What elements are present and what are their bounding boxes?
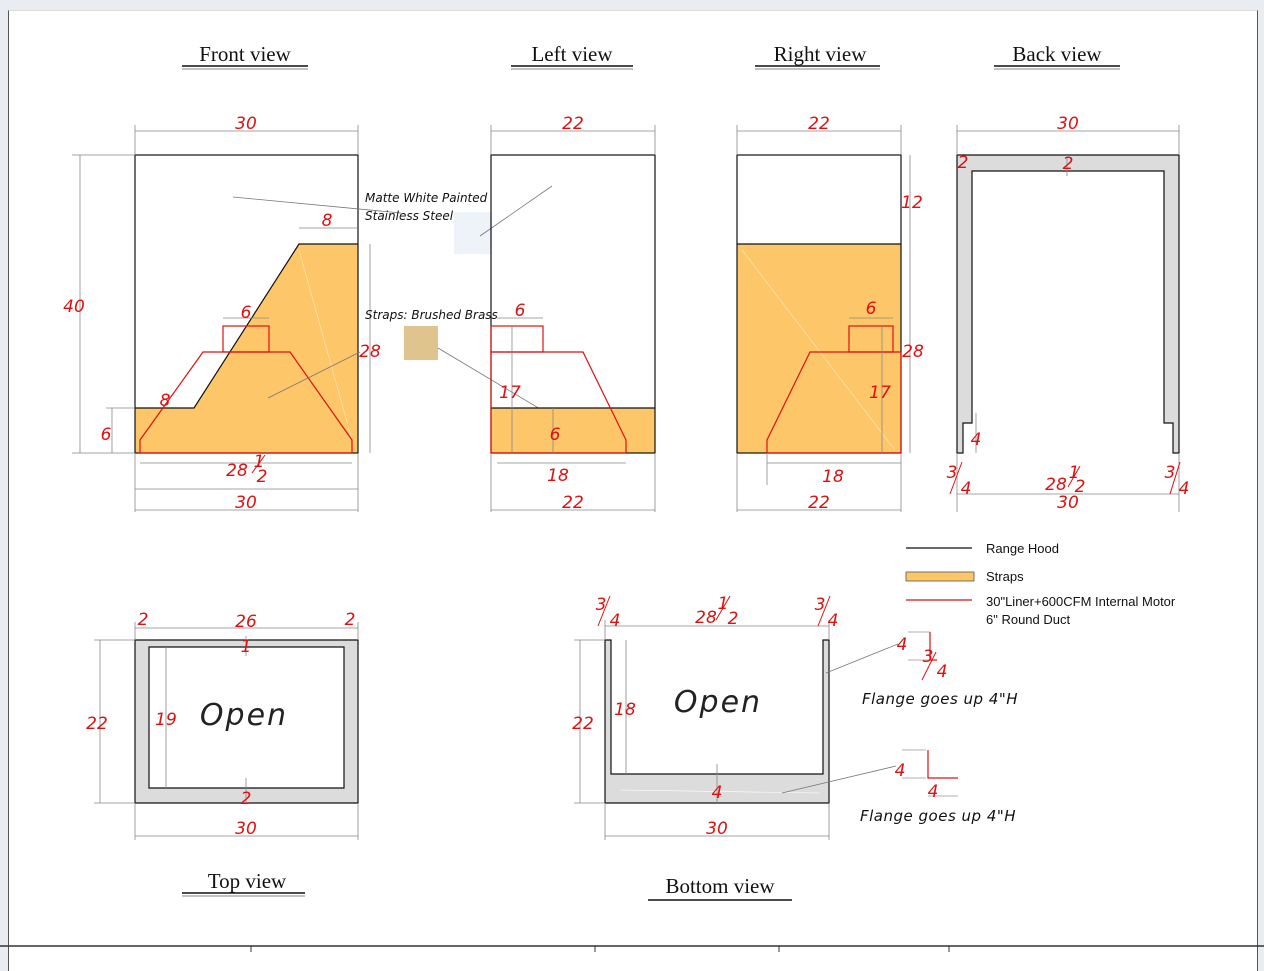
front-strap-top-dim: 8 <box>322 211 333 231</box>
right-liner-depth-dim: 18 <box>822 467 844 487</box>
front-chimney-dim: 6 <box>241 303 252 323</box>
left-liner-height-dim: 17 <box>499 383 521 403</box>
svg-text:1: 1 <box>241 637 252 657</box>
svg-text:4: 4 <box>610 611 621 631</box>
svg-text:2: 2 <box>257 467 268 487</box>
svg-text:2: 2 <box>138 610 149 630</box>
front-bottom-width-dim: 30 <box>235 493 257 513</box>
bottom-flange-dim: 4 <box>712 783 723 803</box>
bottom-view-title: Bottom view <box>665 874 775 898</box>
front-slant-dim: 8 <box>160 391 171 411</box>
right-view: 22 12 28 6 17 18 22 <box>736 114 924 513</box>
title-block <box>0 945 1264 952</box>
front-view: 30 40 8 28 6 6 8 28 1 2 30 <box>63 114 402 513</box>
legend-liner: 30"Liner+600CFM Internal Motor <box>986 594 1176 609</box>
back-view: 30 2 2 4 28 1 2 30 3 4 3 4 <box>947 114 1190 513</box>
left-view: 22 6 17 6 18 22 <box>490 114 656 513</box>
svg-text:4: 4 <box>897 635 908 655</box>
material-notes: Matte White Painted Stainless Steel Stra… <box>365 185 593 441</box>
back-width-dim: 30 <box>1057 114 1079 134</box>
svg-text:4: 4 <box>895 761 906 781</box>
left-width-dim: 22 <box>562 114 584 134</box>
right-top-dim: 12 <box>901 193 923 213</box>
right-view-title: Right view <box>774 42 868 66</box>
bottom-depth-dim: 22 <box>572 714 594 734</box>
back-bottom-width-dim: 30 <box>1057 493 1079 513</box>
right-chimney-dim: 6 <box>866 299 877 319</box>
top-inner-depth-dim: 19 <box>155 710 177 730</box>
legend-duct: 6" Round Duct <box>986 612 1070 627</box>
note-stainless: Stainless Steel <box>365 209 454 223</box>
bottom-view: Open 28 1 2 3 4 3 4 22 18 4 30 <box>572 594 899 840</box>
flange-note-1: Flange goes up 4"H <box>862 690 1018 708</box>
svg-text:1: 1 <box>1069 463 1080 483</box>
svg-text:4: 4 <box>828 611 839 631</box>
view-titles: Front view Left view Right view Back vie… <box>182 42 1120 901</box>
note-straps-brass: Straps: Brushed Brass <box>365 308 498 322</box>
back-flange-height-dim: 4 <box>971 430 982 450</box>
legend-range-hood: Range Hood <box>986 541 1059 556</box>
right-liner-height-dim: 17 <box>869 383 891 403</box>
top-open-label: Open <box>200 698 288 733</box>
svg-text:3: 3 <box>815 595 826 615</box>
bottom-width-dim: 30 <box>706 819 728 839</box>
svg-text:1: 1 <box>254 452 265 472</box>
legend-straps: Straps <box>986 569 1024 584</box>
left-liner-depth-dim: 18 <box>547 466 569 486</box>
back-side-thickness-dim: 2 <box>958 153 969 173</box>
top-depth-dim: 22 <box>86 714 108 734</box>
svg-text:3: 3 <box>947 463 958 483</box>
svg-text:3: 3 <box>923 647 934 667</box>
right-width-dim: 22 <box>808 114 830 134</box>
back-view-title: Back view <box>1012 42 1102 66</box>
front-height-dim: 40 <box>63 297 85 317</box>
svg-text:4: 4 <box>961 479 972 499</box>
left-base-dim: 6 <box>550 425 561 445</box>
back-liner-dim: 28 <box>1045 475 1067 495</box>
legend: Range Hood Straps 30"Liner+600CFM Intern… <box>905 541 1176 627</box>
svg-text:1: 1 <box>718 594 729 614</box>
top-view: Open 2 26 2 1 22 19 2 30 <box>86 610 359 840</box>
svg-text:2: 2 <box>728 609 739 629</box>
svg-text:4: 4 <box>937 662 948 682</box>
note-matte-white: Matte White Painted <box>365 191 488 205</box>
svg-text:2: 2 <box>345 610 356 630</box>
svg-text:4: 4 <box>928 782 939 802</box>
front-liner-dim: 28 <box>226 461 248 481</box>
front-strap-height-dim: 28 <box>359 342 381 362</box>
svg-text:4: 4 <box>1179 479 1190 499</box>
left-bottom-width-dim: 22 <box>562 493 584 513</box>
top-width-dim: 30 <box>235 819 257 839</box>
left-chimney-dim: 6 <box>515 301 526 321</box>
flange-details: 4 3 4 Flange goes up 4"H 4 4 Flange goes… <box>860 631 1018 825</box>
front-base-dim: 6 <box>101 425 112 445</box>
front-width-dim: 30 <box>235 114 257 134</box>
right-strap-dim: 28 <box>902 342 924 362</box>
top-view-title: Top view <box>208 869 287 893</box>
svg-text:2: 2 <box>241 789 252 809</box>
back-top-thickness-dim: 2 <box>1063 154 1074 174</box>
right-bottom-width-dim: 22 <box>808 493 830 513</box>
svg-text:3: 3 <box>596 595 607 615</box>
bottom-inner-depth-dim: 18 <box>614 700 636 720</box>
flange-note-2: Flange goes up 4"H <box>860 807 1016 825</box>
left-view-title: Left view <box>531 42 613 66</box>
front-view-title: Front view <box>199 42 291 66</box>
svg-text:3: 3 <box>1165 463 1176 483</box>
svg-text:2: 2 <box>1075 477 1086 497</box>
bottom-liner-dim: 28 <box>695 608 717 628</box>
brass-swatch <box>404 326 438 360</box>
top-inner-width-dim: 26 <box>235 612 257 632</box>
bottom-open-label: Open <box>674 685 762 720</box>
